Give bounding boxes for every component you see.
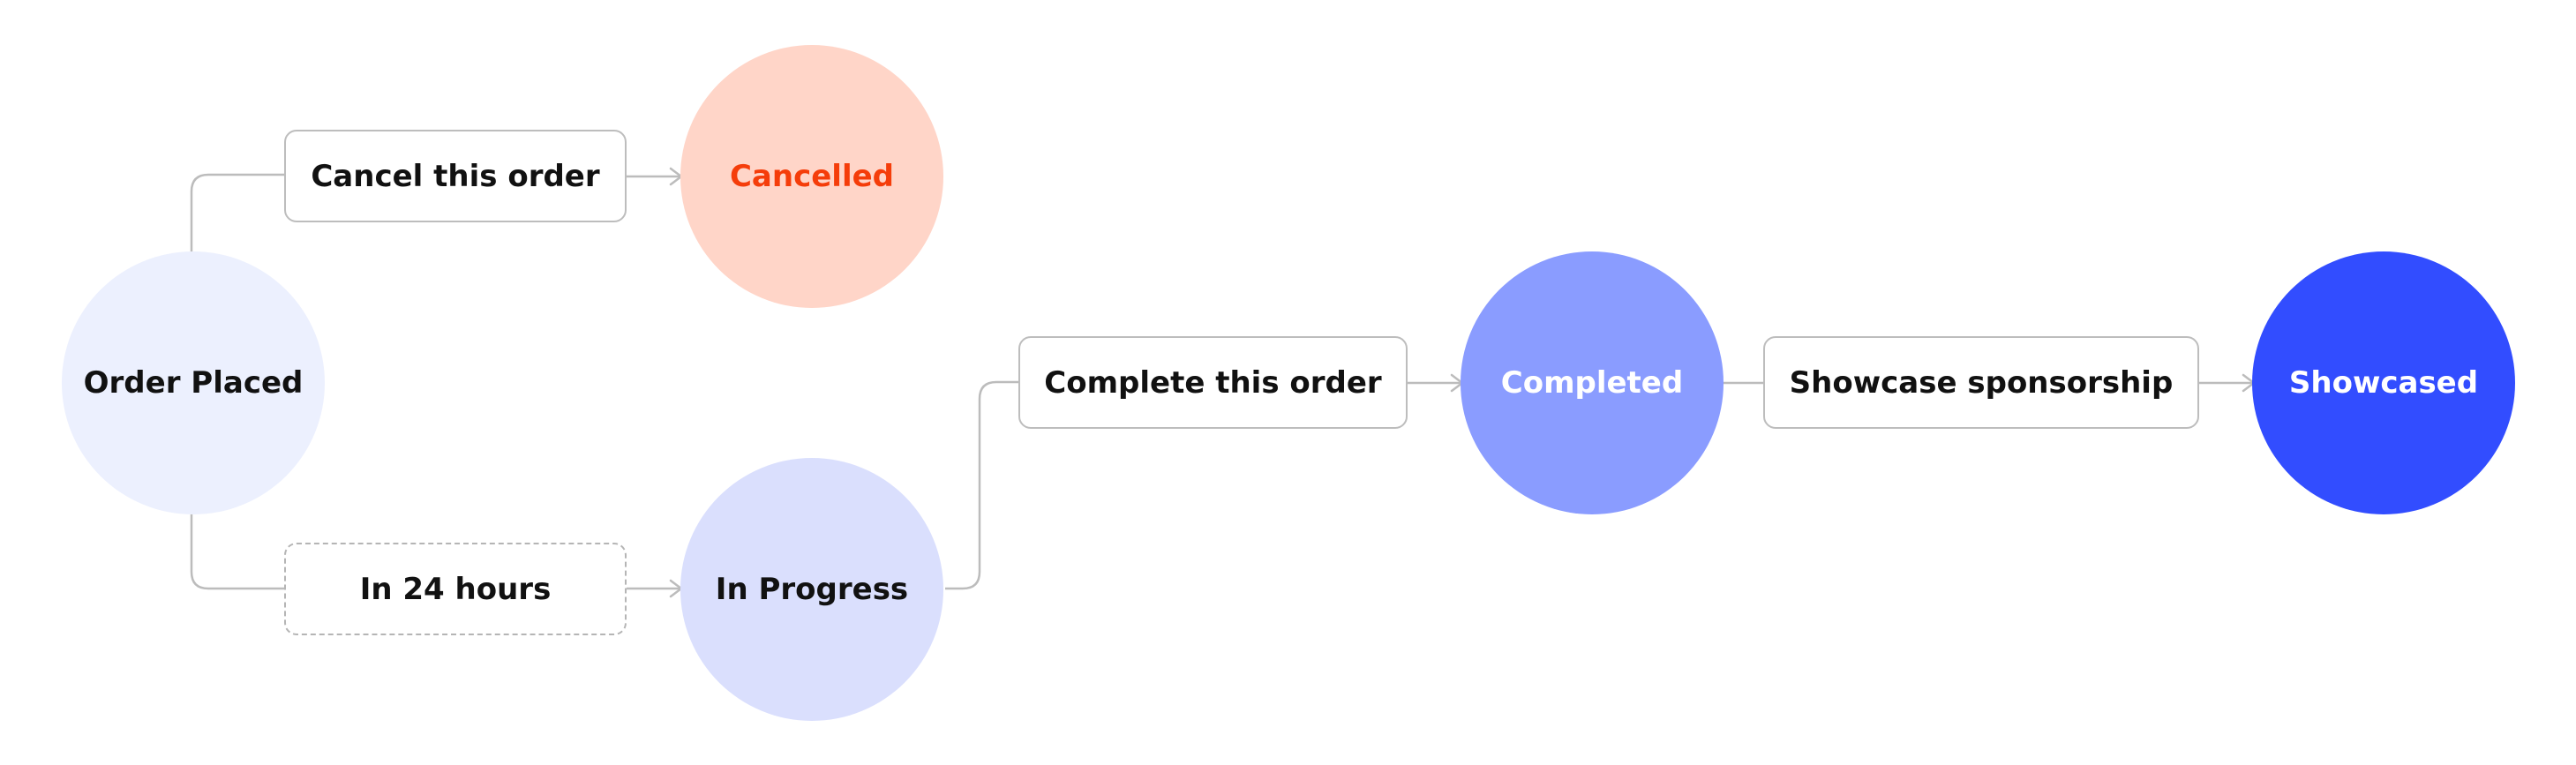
status-showcased-label: Showcased [2288,365,2479,401]
in-24-hours-label: In 24 hours [359,571,552,607]
connector-order-to-cancel [190,173,286,251]
cancel-order-button[interactable]: Cancel this order [284,130,627,222]
status-completed-label: Completed [1500,365,1684,401]
status-in-progress-label: In Progress [715,572,909,607]
status-order-placed-label: Order Placed [83,365,304,401]
status-order-placed: Order Placed [62,251,325,514]
status-in-progress: In Progress [680,458,943,721]
showcase-sponsorship-label: Showcase sponsorship [1789,364,2174,401]
complete-order-label: Complete this order [1044,364,1382,401]
status-showcased: Showcased [2252,251,2515,514]
cancel-order-label: Cancel this order [311,158,600,194]
in-24-hours-timer: In 24 hours [284,543,627,635]
connector-inprogress-to-complete [945,380,1020,590]
status-completed: Completed [1461,251,1724,514]
status-cancelled-label: Cancelled [729,159,895,194]
connector-order-to-24h [190,514,286,590]
complete-order-button[interactable]: Complete this order [1018,336,1408,429]
showcase-sponsorship-button[interactable]: Showcase sponsorship [1763,336,2199,429]
status-cancelled: Cancelled [680,45,943,308]
